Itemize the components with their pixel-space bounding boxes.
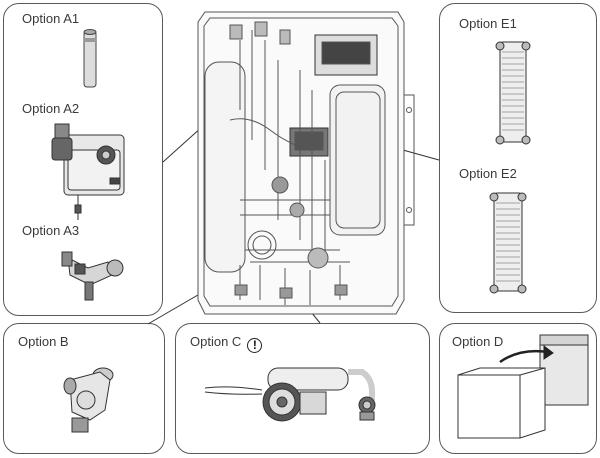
option-b-label: Option B xyxy=(18,334,69,349)
option-e2-heat-exchanger-illustration xyxy=(489,192,527,294)
option-c-pump-illustration xyxy=(204,367,376,422)
boiler-unit xyxy=(197,11,415,315)
option-a1-pipe-illustration xyxy=(83,29,97,88)
option-a3-label: Option A3 xyxy=(22,223,80,238)
option-e2-label: Option E2 xyxy=(459,166,517,181)
option-d-label: Option D xyxy=(452,334,504,349)
option-c-label: Option C xyxy=(190,334,242,349)
option-b-fitting-illustration xyxy=(63,367,114,433)
option-a1-label: Option A1 xyxy=(22,11,80,26)
exclamation-circle-icon: ! xyxy=(247,337,263,353)
option-a3-valve-illustration xyxy=(61,251,124,301)
option-c-row: Option C! xyxy=(190,334,263,353)
option-e1-label: Option E1 xyxy=(459,16,517,31)
option-a2-actuator-illustration xyxy=(51,123,125,220)
option-d-cover-illustration xyxy=(457,334,589,439)
option-a2-label: Option A2 xyxy=(22,101,80,116)
option-e1-heat-exchanger-illustration xyxy=(495,41,531,145)
